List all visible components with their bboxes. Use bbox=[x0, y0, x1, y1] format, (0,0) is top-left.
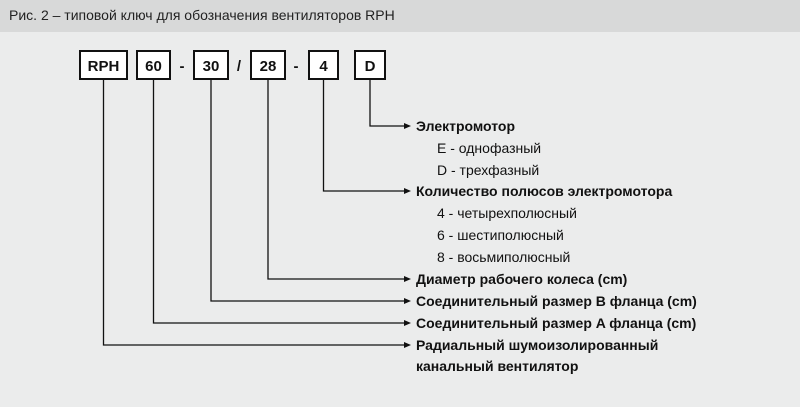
code-box-60: 60 bbox=[136, 50, 171, 80]
legend-fan-type-line-2: канальный вентилятор bbox=[416, 358, 578, 374]
legend-motor-option-e: E - однофазный bbox=[437, 140, 541, 156]
code-box-d: D bbox=[354, 50, 386, 80]
legend-poles-option-6: 6 - шестиполюсный bbox=[437, 227, 564, 243]
separator-dash-1: - bbox=[180, 58, 185, 75]
figure-caption: Рис. 2 – типовой ключ для обозначения ве… bbox=[9, 7, 395, 23]
legend-fan-type-line-1: Радиальный шумоизолированный bbox=[416, 337, 658, 353]
arrowhead-fan-type bbox=[404, 342, 411, 348]
arrowhead-poles bbox=[404, 188, 411, 194]
legend-flange-a: Соединительный размер A фланца (cm) bbox=[416, 315, 696, 331]
arrowhead-wheel-diameter bbox=[404, 276, 411, 282]
code-box-30: 30 bbox=[193, 50, 229, 80]
code-segment-rph: RPH bbox=[88, 58, 120, 75]
code-box-28: 28 bbox=[250, 50, 286, 80]
connector-poles bbox=[322, 79, 406, 192]
legend-poles-title: Количество полюсов электромотора bbox=[416, 183, 672, 199]
connector-motor bbox=[369, 79, 406, 127]
legend-wheel-diameter: Диаметр рабочего колеса (cm) bbox=[416, 271, 627, 287]
connector-fan-type bbox=[102, 79, 406, 346]
connector-wheel-diameter bbox=[267, 79, 406, 280]
legend-motor-option-d: D - трехфазный bbox=[437, 162, 539, 178]
code-segment-28: 28 bbox=[260, 58, 277, 75]
legend-poles-option-4: 4 - четырехполюсный bbox=[437, 205, 577, 221]
code-segment-4: 4 bbox=[319, 58, 328, 75]
legend-flange-b: Соединительный размер B фланца (cm) bbox=[416, 293, 697, 309]
arrowhead-flange-b bbox=[404, 298, 411, 304]
separator-dash-2: - bbox=[294, 58, 299, 75]
code-box-rph: RPH bbox=[79, 50, 128, 80]
legend-motor-title: Электромотор bbox=[416, 118, 515, 134]
code-segment-d: D bbox=[365, 58, 376, 75]
code-box-4: 4 bbox=[308, 50, 339, 80]
arrowhead-flange-a bbox=[404, 320, 411, 326]
arrowhead-motor bbox=[404, 123, 411, 129]
code-segment-60: 60 bbox=[145, 58, 162, 75]
separator-slash: / bbox=[237, 58, 242, 75]
figure-caption-bar: Рис. 2 – типовой ключ для обозначения ве… bbox=[0, 0, 800, 32]
connector-flange-a bbox=[152, 79, 406, 324]
code-segment-30: 30 bbox=[203, 58, 220, 75]
connector-flange-b bbox=[210, 79, 406, 302]
legend-poles-option-8: 8 - восьмиполюсный bbox=[437, 249, 570, 265]
